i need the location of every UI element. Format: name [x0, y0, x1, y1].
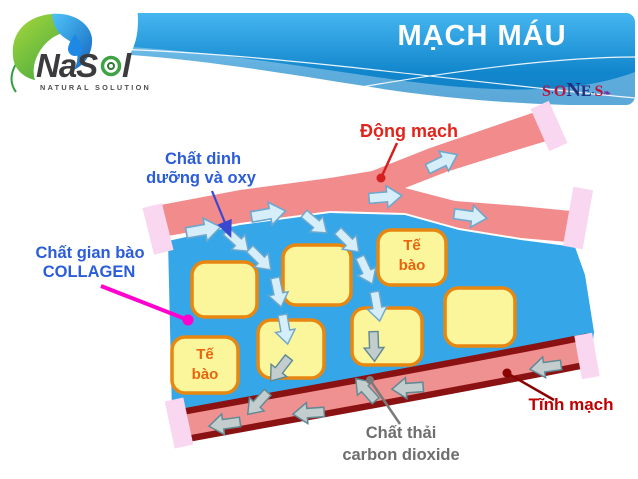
collagen-leader-dot [182, 314, 194, 326]
label-nutrients-line1: Chất dinh [165, 150, 241, 168]
vein-leader-line [506, 371, 555, 402]
vessel-caps [142, 100, 600, 449]
logo-text-nas: NaS [36, 47, 98, 84]
collagen-leader-line [100, 284, 189, 322]
label-collagen-line2: COLLAGEN [43, 263, 136, 281]
brand-s1: S [542, 83, 551, 100]
brand-s2: S [595, 83, 604, 100]
cell-labeled-top [376, 228, 448, 287]
logo-o-ring-icon [100, 55, 122, 77]
cell [281, 243, 353, 307]
label-cell-top-line1: Tế [403, 237, 421, 254]
waste-leader-dot [366, 376, 374, 384]
vein-left-cap [164, 397, 194, 449]
artery-lower-cap [562, 186, 594, 250]
logo-text-l: l [122, 47, 132, 84]
nasol-logo: NaS l NATURAL SOLUTION [10, 13, 151, 93]
cell-labeled-bottom [170, 335, 240, 395]
page-title: MẠCH MÁU [397, 18, 566, 52]
label-artery: Động mạch [360, 121, 458, 141]
header-light-wave [13, 44, 635, 106]
artery-leader-line [379, 142, 399, 179]
cell [443, 286, 517, 348]
cell [190, 260, 259, 319]
brand-flourish-icon: ❧ [603, 88, 611, 98]
leaders [100, 142, 555, 425]
brand-dot1: · [551, 88, 554, 98]
brand-e: E [581, 83, 592, 100]
label-vein: Tĩnh mạch [528, 395, 613, 414]
waste-leader-line [368, 379, 402, 425]
vein-right-cap [574, 332, 600, 380]
label-cell-top-line2: bào [399, 257, 426, 274]
cells [170, 228, 517, 395]
diagram-labels: Động mạch Chất dinh dưỡng và oxy Chất gi… [35, 121, 613, 464]
artery-upper-cap [530, 100, 568, 152]
droplet-icon [68, 34, 82, 56]
label-cell-bottom-line2: bào [192, 366, 219, 383]
label-waste-line2: carbon dioxide [342, 446, 459, 464]
nutrients-leader-arrow [210, 190, 232, 239]
header-banner [0, 0, 636, 130]
brand-dot2: · [592, 88, 595, 98]
brand-o: O [554, 83, 566, 100]
label-nutrients-line2: dưỡng và oxy [146, 169, 257, 187]
leaf-stem-icon [10, 63, 17, 93]
brand-n: N [566, 79, 581, 101]
artery-left-cap [142, 203, 174, 255]
logo-o-core-icon [107, 62, 115, 70]
label-waste-line1: Chất thải [366, 424, 437, 442]
vein-leader-dot [502, 368, 512, 378]
cell [256, 318, 326, 380]
label-collagen-line1: Chất gian bào [35, 244, 144, 262]
logo-tagline: NATURAL SOLUTION [40, 83, 151, 92]
artery-leader-dot [376, 173, 386, 183]
label-cell-bottom-line1: Tế [196, 346, 214, 363]
header-white-wave [13, 52, 635, 130]
cell [350, 306, 424, 367]
sones-logo: S·ONE·S❧ [542, 79, 611, 101]
